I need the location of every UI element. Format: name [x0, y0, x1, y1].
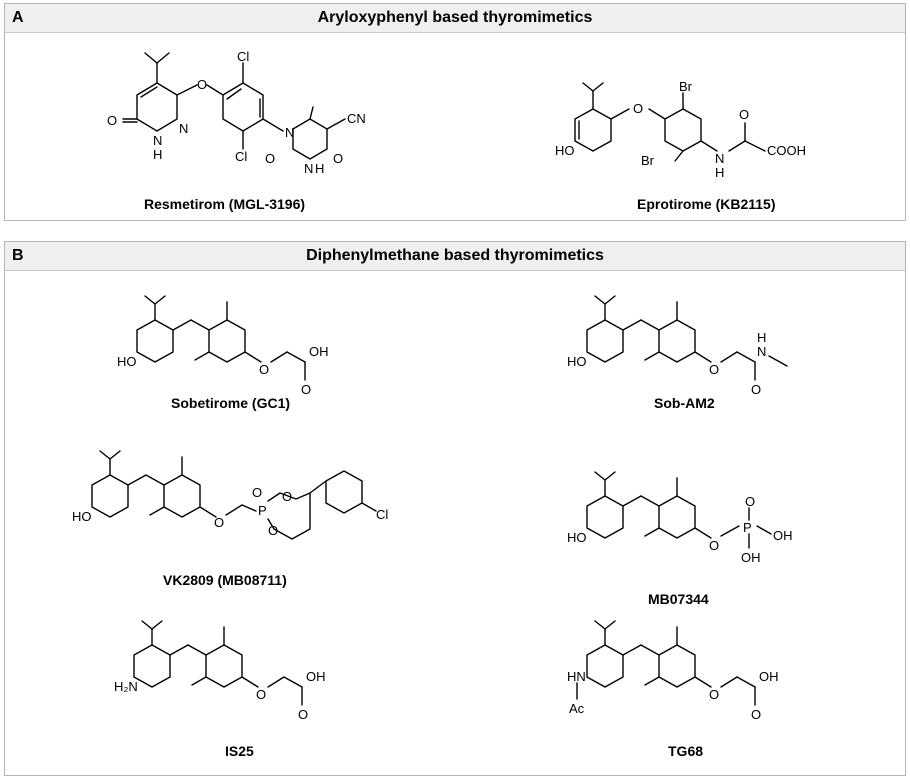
resmetirom-svg: O O Cl Cl N H N N CN O N H O	[107, 49, 366, 176]
panel-a-header: A Aryloxyphenyl based thyromimetics	[5, 4, 905, 33]
is25-atom-o-carbonyl: O	[298, 707, 308, 722]
tg68-atom-ac: Ac	[569, 701, 585, 716]
resmetirom-atom-o-triazine-right: O	[333, 151, 343, 166]
resmetirom-caption: Resmetirom (MGL-3196)	[144, 196, 306, 212]
sob-am2-svg: HO O H N O	[567, 295, 788, 397]
vk2809-atom-o-ether: O	[214, 515, 224, 530]
sob-am2-atom-n: N	[757, 344, 766, 359]
vk2809-atom-o-ring-top: O	[282, 489, 292, 504]
tg68-svg: HN Ac O OH O	[567, 620, 779, 722]
sob-am2-atom-o-carbonyl: O	[751, 382, 761, 397]
resmetirom-atom-h: H	[153, 147, 162, 162]
resmetirom-atom-cl-top: Cl	[237, 49, 249, 64]
mb07344-structure: HO O O P OH OH	[565, 470, 825, 580]
mb07344-atom-oh-bottom: OH	[741, 550, 761, 565]
eprotirome-caption: Eprotirome (KB2115)	[637, 196, 776, 212]
is25-atom-o-ether: O	[256, 687, 266, 702]
panel-b-title: Diphenylmethane based thyromimetics	[306, 247, 604, 264]
resmetirom-atom-nh: N	[153, 133, 162, 148]
eprotirome-atom-h: H	[715, 165, 724, 180]
eprotirome-structure: HO O Br Br N H O COOH	[553, 79, 833, 180]
is25-atom-h2n: H₂N	[114, 679, 138, 694]
mb07344-atom-oh-right: OH	[773, 528, 793, 543]
resmetirom-atom-h-triazine: H	[315, 161, 324, 176]
vk2809-atom-ho: HO	[72, 509, 92, 524]
tg68-caption: TG68	[668, 743, 704, 759]
sobetirome-atom-o-carbonyl: O	[301, 382, 311, 397]
sob-am2-structure: HO O H N O	[565, 294, 825, 397]
resmetirom-atom-o-ether: O	[197, 77, 207, 92]
resmetirom-atom-o-triazine-left: O	[265, 151, 275, 166]
tg68-structure: HN Ac O OH O	[565, 619, 825, 729]
eprotirome-atom-br-bottom: Br	[641, 153, 655, 168]
mb07344-atom-p: P	[743, 520, 752, 535]
eprotirome-atom-cooh: COOH	[767, 143, 806, 158]
panel-b-header: B Diphenylmethane based thyromimetics	[5, 242, 905, 271]
sob-am2-atom-h: H	[757, 330, 766, 345]
is25-atom-oh: OH	[306, 669, 326, 684]
tg68-atom-o-carbonyl: O	[751, 707, 761, 722]
resmetirom-atom-n-ring: N	[179, 121, 188, 136]
resmetirom-atom-cn: CN	[347, 111, 366, 126]
sob-am2-atom-ho: HO	[567, 354, 587, 369]
sobetirome-atom-oh: OH	[309, 344, 329, 359]
mb07344-svg: HO O O P OH OH	[567, 471, 793, 565]
eprotirome-atom-br-top: Br	[679, 79, 693, 94]
resmetirom-structure: O O Cl Cl N H N N CN O N H O	[105, 49, 385, 176]
vk2809-atom-p: P	[258, 503, 267, 518]
resmetirom-atom-cl-bottom: Cl	[235, 149, 247, 164]
tg68-atom-oh: OH	[759, 669, 779, 684]
panel-a-letter: A	[12, 9, 24, 26]
panel-b-letter: B	[12, 247, 24, 264]
panel-a: A Aryloxyphenyl based thyromimetics	[4, 3, 906, 221]
is25-structure: H₂N O OH O	[112, 619, 372, 722]
eprotirome-atom-ho: HO	[555, 143, 575, 158]
mb07344-caption: MB07344	[648, 591, 709, 607]
vk2809-svg: HO O O P O O Cl	[72, 450, 388, 540]
mb07344-atom-o-double: O	[745, 494, 755, 509]
panel-b: B Diphenylmethane based thyromimetics HO…	[4, 241, 906, 776]
eprotirome-atom-nh: N	[715, 151, 724, 166]
sobetirome-atom-ho: HO	[117, 354, 137, 369]
mb07344-atom-o-ether: O	[709, 538, 719, 553]
panel-a-title: Aryloxyphenyl based thyromimetics	[317, 9, 593, 26]
sob-am2-atom-o-ether: O	[709, 362, 719, 377]
vk2809-structure: HO O O P O O Cl	[70, 449, 400, 569]
eprotirome-atom-o-ether: O	[633, 101, 643, 116]
vk2809-atom-o-double: O	[252, 485, 262, 500]
mb07344-atom-ho: HO	[567, 530, 587, 545]
is25-caption: IS25	[225, 743, 254, 759]
eprotirome-atom-o-amide: O	[739, 107, 749, 122]
is25-svg: H₂N O OH O	[114, 620, 326, 722]
resmetirom-atom-nh-triazine: N	[304, 161, 313, 176]
vk2809-atom-o-ring-bottom: O	[268, 523, 278, 538]
eprotirome-svg: HO O Br Br N H O COOH	[555, 79, 806, 180]
sobetirome-caption: Sobetirome (GC1)	[171, 395, 291, 411]
sobetirome-atom-o-ether: O	[259, 362, 269, 377]
resmetirom-atom-o-left: O	[107, 113, 117, 128]
vk2809-atom-cl: Cl	[376, 507, 388, 522]
tg68-atom-o-ether: O	[709, 687, 719, 702]
sobetirome-structure: HO O OH O	[115, 294, 375, 397]
vk2809-caption: VK2809 (MB08711)	[163, 572, 287, 588]
sobetirome-svg: HO O OH O	[117, 295, 329, 397]
sob-am2-caption: Sob-AM2	[654, 395, 715, 411]
resmetirom-atom-n-triazine: N	[285, 125, 294, 140]
tg68-atom-hn: HN	[567, 669, 586, 684]
